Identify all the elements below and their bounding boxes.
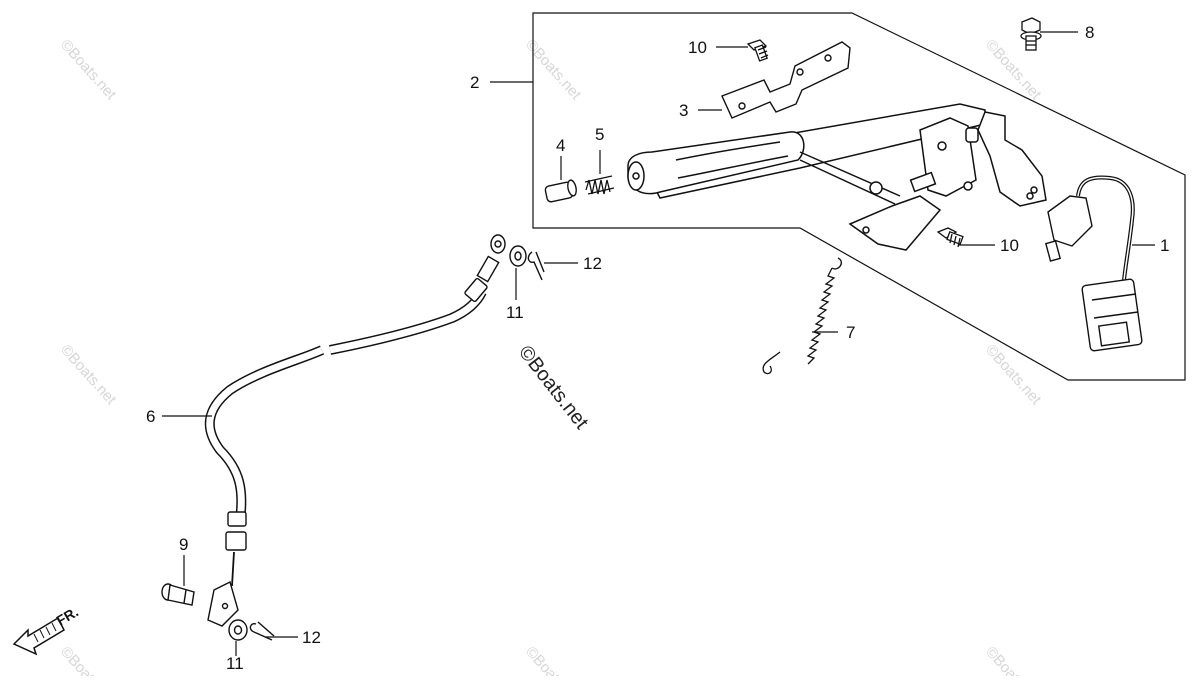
mounting-bracket-part xyxy=(721,41,851,119)
callout-2: 2 xyxy=(470,73,479,92)
clevis-pin-part xyxy=(161,583,195,606)
callout-6: 6 xyxy=(146,407,155,426)
callout-12-lower: 12 xyxy=(302,628,321,647)
watermark-text: ©Boats.net xyxy=(57,643,120,676)
release-knob-part xyxy=(544,179,577,203)
flange-bolt-part xyxy=(1020,17,1042,51)
callout-labels: 1 2 3 4 5 6 7 8 9 10 10 11 11 12 12 xyxy=(146,23,1169,673)
callout-5: 5 xyxy=(595,125,604,144)
brake-lever-part xyxy=(627,103,1047,251)
cotter-pin-upper-part xyxy=(527,251,545,281)
callout-11-lower: 11 xyxy=(226,654,244,673)
front-arrow-hatching xyxy=(33,622,57,643)
washer-lower-part xyxy=(228,619,248,641)
center-watermark: ©Boats.net xyxy=(514,342,593,434)
assembly-enclosure-outline xyxy=(532,12,1186,381)
callout-12-upper: 12 xyxy=(583,254,602,273)
callout-7: 7 xyxy=(846,323,855,342)
callout-3: 3 xyxy=(679,101,688,120)
leader-lines xyxy=(162,31,1155,656)
switch-assembly-part xyxy=(1044,175,1143,352)
front-arrow-icon xyxy=(12,616,65,656)
callout-11-upper: 11 xyxy=(506,303,524,322)
callout-8: 8 xyxy=(1085,23,1094,42)
flange-bolt-upper-part xyxy=(746,39,769,62)
callout-10-upper: 10 xyxy=(688,38,707,57)
callout-4: 4 xyxy=(556,136,565,155)
watermark-text: ©Boats.net xyxy=(522,643,585,676)
watermark-text: ©Boats.net xyxy=(982,643,1045,676)
release-spring-part xyxy=(584,175,615,195)
watermark-text: ©Boats.net xyxy=(57,341,120,408)
watermark-text: ©Boats.net xyxy=(522,36,585,103)
brake-cable-part xyxy=(204,234,506,627)
callout-10-lower: 10 xyxy=(1000,236,1019,255)
return-spring-part xyxy=(762,257,842,375)
callout-9: 9 xyxy=(179,535,188,554)
cotter-pin-lower-part xyxy=(249,621,275,641)
flange-bolt-lower-part xyxy=(936,227,964,248)
watermark-text: ©Boats.net xyxy=(57,36,120,103)
washer-upper-part xyxy=(509,245,527,267)
watermark-text: ©Boats.net xyxy=(982,341,1045,408)
callout-1: 1 xyxy=(1160,236,1169,255)
